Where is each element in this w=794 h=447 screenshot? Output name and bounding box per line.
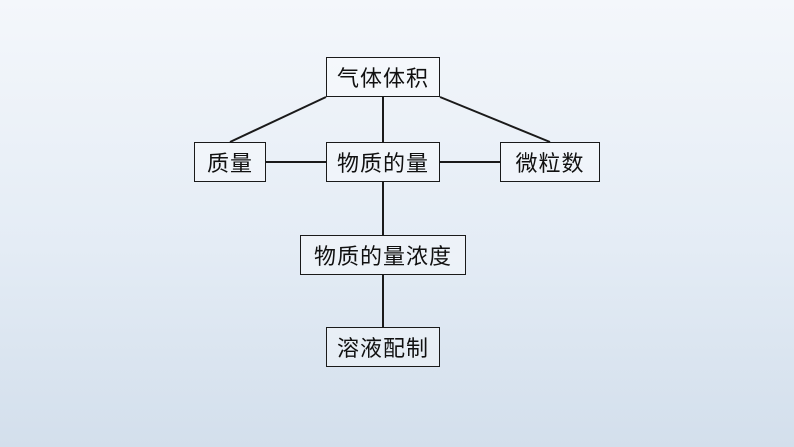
node-molar-concentration: 物质的量浓度 — [300, 235, 466, 275]
edge-gas-volume-to-mass — [229, 96, 327, 143]
node-mass: 质量 — [194, 142, 266, 182]
edge-gas-volume-to-particles — [439, 96, 551, 143]
node-solution-preparation: 溶液配制 — [326, 327, 440, 367]
node-amount-of-substance: 物质的量 — [326, 142, 440, 182]
node-particle-count: 微粒数 — [500, 142, 600, 182]
node-gas-volume: 气体体积 — [326, 57, 440, 97]
